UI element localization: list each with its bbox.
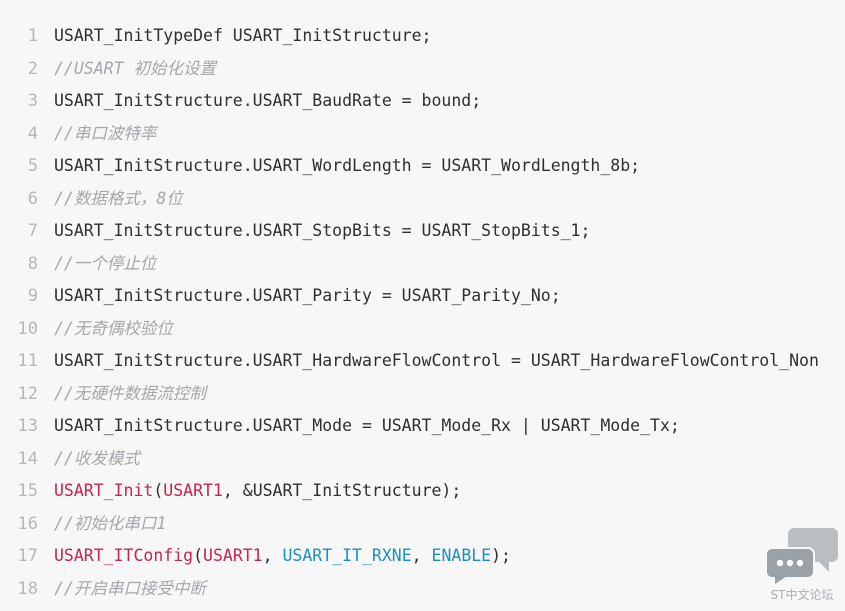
- chat-bubbles-icon: [765, 528, 838, 586]
- code-line: 9 USART_InitStructure.USART_Parity = USAR…: [0, 280, 845, 313]
- line-number: 8: [27, 253, 38, 274]
- code-text-token: );: [491, 546, 511, 565]
- line-number: 16: [17, 513, 38, 534]
- line-code: USART_InitStructure.USART_WordLength = U…: [54, 150, 640, 183]
- code-line: 7 USART_InitStructure.USART_StopBits = US…: [0, 215, 845, 248]
- code-line: 2 //USART 初始化设置: [0, 53, 845, 86]
- code-text-token: USART_InitStructure.USART_Parity = USART…: [54, 286, 561, 305]
- code-text-token: (: [153, 481, 164, 500]
- line-code: USART_InitStructure.USART_Parity = USART…: [54, 280, 561, 313]
- code-line: 5 USART_InitStructure.USART_WordLength = …: [0, 150, 845, 183]
- line-number: 11: [17, 351, 38, 371]
- line-number: 17: [17, 546, 38, 566]
- code-comment: //一个停止位: [54, 253, 157, 273]
- code-constant-token: ENABLE: [431, 546, 492, 565]
- code-comment: //USART 初始化设置: [54, 58, 216, 78]
- code-comment: //初始化串口1: [54, 513, 167, 533]
- line-code: USART_ITConfig(USART1, USART_IT_RXNE, EN…: [54, 540, 511, 573]
- line-code: //数据格式，8位: [54, 183, 183, 216]
- line-number: 18: [17, 578, 38, 599]
- code-comment: //无奇偶校验位: [54, 318, 173, 338]
- code-function-token: USART_Init: [54, 481, 154, 500]
- line-number: 6: [27, 188, 38, 209]
- line-number: 13: [17, 416, 38, 436]
- code-text-token: , &USART_InitStructure);: [222, 481, 462, 500]
- code-text-token: USART_InitStructure.USART_Mode = USART_M…: [54, 416, 680, 435]
- line-number: 12: [17, 383, 38, 404]
- code-text-token: ,: [262, 546, 283, 565]
- code-text-token: (: [193, 546, 204, 565]
- line-number: 2: [27, 58, 38, 79]
- line-number: 1: [27, 26, 38, 46]
- line-code: USART_InitStructure.USART_Mode = USART_M…: [54, 410, 680, 443]
- code-line: 8 //一个停止位: [0, 248, 845, 281]
- line-code: //开启串口接受中断: [54, 573, 206, 606]
- line-code: //USART 初始化设置: [54, 53, 216, 86]
- code-function-token: USART1: [203, 546, 263, 565]
- line-code: USART_InitStructure.USART_BaudRate = bou…: [54, 85, 481, 118]
- code-text-token: USART_InitStructure.USART_HardwareFlowCo…: [54, 351, 819, 370]
- code-line: 14 //收发模式: [0, 443, 845, 476]
- line-number: 14: [17, 448, 38, 469]
- code-comment: //串口波特率: [54, 123, 157, 143]
- line-number: 4: [27, 123, 38, 144]
- line-code: //一个停止位: [54, 248, 156, 281]
- line-code: USART_InitStructure.USART_HardwareFlowCo…: [54, 345, 819, 378]
- code-line: 11 USART_InitStructure.USART_HardwareFlow…: [0, 345, 845, 378]
- code-function-token: USART_ITConfig: [54, 546, 194, 565]
- line-code: USART_InitStructure.USART_StopBits = USA…: [54, 215, 590, 248]
- forum-label: ST中文论坛: [770, 588, 834, 602]
- code-line: 13 USART_InitStructure.USART_Mode = USART…: [0, 410, 845, 443]
- code-text-token: USART_InitStructure.USART_BaudRate = bou…: [54, 91, 482, 110]
- code-function-token: USART1: [163, 481, 223, 500]
- code-line: 15 USART_Init(USART1, &USART_InitStructur…: [0, 475, 845, 508]
- code-comment: //开启串口接受中断: [54, 578, 206, 598]
- code-comment: //收发模式: [54, 448, 140, 468]
- line-code: //无奇偶校验位: [54, 313, 173, 346]
- line-number: 7: [27, 221, 38, 241]
- line-code: USART_InitTypeDef USART_InitStructure;: [54, 20, 432, 53]
- code-lines: 1 USART_InitTypeDef USART_InitStructure; 2…: [0, 20, 845, 605]
- code-comment: //无硬件数据流控制: [54, 383, 206, 403]
- code-line: 17 USART_ITConfig(USART1, USART_IT_RXNE, …: [0, 540, 845, 573]
- line-number: 9: [27, 286, 38, 306]
- line-code: //收发模式: [54, 443, 140, 476]
- line-number: 5: [27, 156, 38, 176]
- line-code: //无硬件数据流控制: [54, 378, 206, 411]
- code-line: 12 //无硬件数据流控制: [0, 378, 845, 411]
- line-number: 15: [17, 481, 38, 501]
- line-code: USART_Init(USART1, &USART_InitStructure)…: [54, 475, 461, 508]
- code-text-token: USART_InitStructure.USART_StopBits = USA…: [54, 221, 591, 240]
- code-line: 18 //开启串口接受中断: [0, 573, 845, 606]
- code-constant-token: USART_IT_RXNE: [282, 546, 412, 565]
- code-line: 16 //初始化串口1: [0, 508, 845, 541]
- code-text-token: ,: [411, 546, 432, 565]
- code-text-token: USART_InitTypeDef USART_InitStructure;: [54, 26, 432, 45]
- line-number: 10: [17, 318, 38, 339]
- code-line: 6 //数据格式，8位: [0, 183, 845, 216]
- code-line: 10 //无奇偶校验位: [0, 313, 845, 346]
- forum-chat-button[interactable]: ST中文论坛: [764, 526, 840, 608]
- code-line: 3 USART_InitStructure.USART_BaudRate = bo…: [0, 85, 845, 118]
- code-text-token: USART_InitStructure.USART_WordLength = U…: [54, 156, 641, 175]
- line-code: //初始化串口1: [54, 508, 166, 541]
- code-line: 4 //串口波特率: [0, 118, 845, 151]
- code-line: 1 USART_InitTypeDef USART_InitStructure;: [0, 20, 845, 53]
- line-code: //串口波特率: [54, 118, 156, 151]
- line-number: 3: [27, 91, 38, 111]
- code-comment: //数据格式，8位: [54, 188, 183, 208]
